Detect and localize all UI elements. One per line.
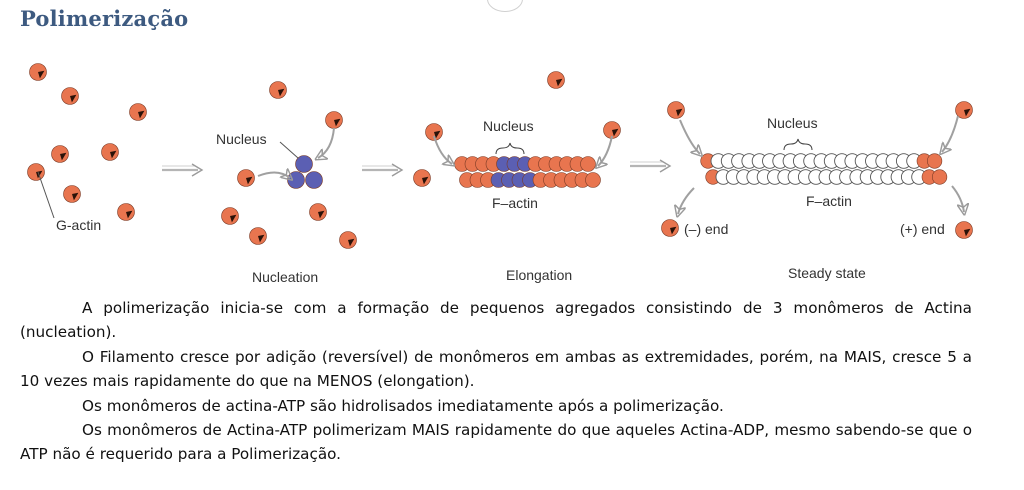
stage-arrow-3 (630, 159, 672, 173)
g-actin-monomer (325, 111, 343, 129)
g-actin-monomer (955, 101, 973, 119)
stage-label-nucleation: Nucleation (252, 269, 318, 285)
nucleus-label-nucleation: Nucleus (216, 131, 267, 147)
stage-arrow-2 (362, 163, 404, 177)
g-actin-monomer (661, 219, 679, 237)
loss-arrow-steady-right (951, 185, 964, 212)
addition-arrow-steady-left (679, 119, 700, 154)
filament-monomer (926, 153, 943, 169)
tab-notch (487, 0, 523, 12)
stage-label-elongation: Elongation (506, 267, 572, 283)
nucleus-pointer (279, 141, 299, 159)
g-actin-monomer (547, 71, 565, 89)
g-actin-monomer (237, 169, 255, 187)
g-actin-monomer (51, 145, 69, 163)
g-actin-monomer (309, 203, 327, 221)
g-actin-monomer (603, 121, 621, 139)
g-actin-monomer (221, 207, 239, 225)
addition-arrow-nucleation (257, 172, 290, 178)
nucleus-brace-elongation (495, 142, 525, 155)
g-actin-monomer (955, 221, 973, 239)
g-actin-monomer (249, 227, 267, 245)
nucleus-cluster (287, 155, 323, 189)
g-actin-monomer (269, 81, 287, 99)
page-title: Polimerização (20, 6, 189, 31)
paragraph-nucleation: A polimerização inicia-se com a formação… (20, 299, 972, 342)
g-actin-monomer (27, 163, 45, 181)
f-actin-label-steady: F–actin (806, 193, 852, 209)
g-actin-pointer (37, 171, 55, 219)
stage-arrow-1 (162, 163, 204, 177)
g-actin-monomer (339, 231, 357, 249)
elongation-filament (454, 156, 601, 188)
addition-arrow-steady-right (942, 115, 959, 152)
body-text: A polimerização inicia-se com a formação… (20, 296, 972, 467)
plus-end-label: (+) end (900, 221, 945, 237)
g-actin-monomer (61, 87, 79, 105)
addition-arrow-elong-left (433, 135, 452, 164)
paragraph-hydrolysis: Os monômeros de actina-ATP são hidrolisa… (82, 396, 724, 415)
nucleus-monomer (287, 171, 305, 189)
g-actin-monomer (425, 123, 443, 141)
g-actin-label: G-actin (56, 217, 101, 233)
actin-polymerization-diagram: G-actin Nucleus Nucleus Nucleus F–actin … (27, 63, 973, 285)
addition-arrow-nucleation-top (318, 127, 335, 158)
addition-arrow-elong-right (598, 135, 613, 166)
minus-end-label: (–) end (684, 221, 728, 237)
g-actin-monomer (63, 185, 81, 203)
nucleus-brace-steady (783, 138, 813, 151)
nucleus-monomer (295, 155, 313, 173)
paragraph-elongation: O Filamento cresce por adição (reversíve… (20, 347, 972, 391)
nucleus-label-elongation: Nucleus (483, 118, 534, 134)
stage-label-steady-state: Steady state (788, 265, 866, 281)
g-actin-monomer (117, 203, 135, 221)
g-actin-monomer (29, 63, 47, 81)
g-actin-monomer (101, 143, 119, 161)
g-actin-monomer (667, 101, 685, 119)
loss-arrow-steady-left (678, 187, 695, 214)
f-actin-label-elongation: F–actin (492, 195, 538, 211)
g-actin-monomer (413, 169, 431, 187)
filament-monomer (585, 172, 601, 188)
g-actin-monomer (129, 103, 147, 121)
free-g-actin-monomers (27, 63, 973, 249)
nucleus-monomer (305, 171, 323, 189)
nucleus-label-steady: Nucleus (767, 115, 818, 131)
filament-monomer (931, 169, 948, 185)
steady-state-filament (700, 153, 948, 185)
paragraph-atp-adp: Os monômeros de Actina-ATP polimerizam M… (20, 421, 972, 464)
filament-monomer (580, 156, 596, 172)
